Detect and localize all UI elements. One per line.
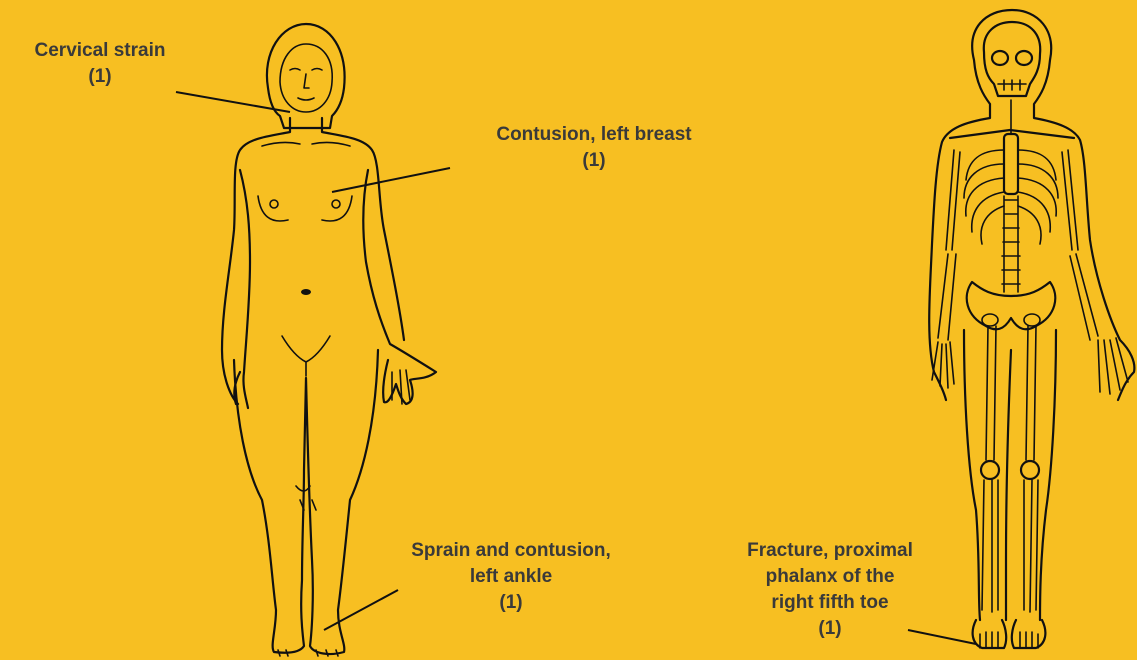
sternum: [1004, 134, 1018, 194]
collarbones: [262, 142, 350, 146]
right-hip-socket: [1024, 314, 1040, 326]
right-knee: [1021, 461, 1039, 479]
left-arm: [363, 170, 436, 404]
cervical-leader-line: [176, 92, 290, 112]
toe-fracture-count: (1): [708, 616, 952, 642]
breast-contusion-count: (1): [452, 148, 736, 174]
skeleton-figure: [929, 10, 1134, 648]
arm-bones-left: [1062, 150, 1098, 340]
arm-bones-right: [938, 150, 960, 340]
left-knee: [981, 461, 999, 479]
pelvis: [967, 282, 1056, 329]
ribcage: [964, 150, 1058, 244]
skeleton-feet: [973, 620, 1046, 648]
breast-contusion-label: Contusion, left breast (1): [452, 122, 736, 174]
cervical-strain-label: Cervical strain (1): [6, 38, 194, 90]
knees: [296, 486, 316, 510]
ankle-sprain-label: Sprain and contusion, left ankle (1): [366, 538, 656, 616]
right-eye-socket: [1016, 51, 1032, 65]
toe-fracture-text-1: Fracture, proximal: [708, 538, 952, 564]
left-nipple: [332, 200, 340, 208]
left-eye-socket: [992, 51, 1008, 65]
skeleton-legs-outline: [964, 330, 1056, 620]
shin-bones: [982, 480, 1038, 612]
mouth: [298, 98, 314, 100]
toe-fracture-text-2: phalanx of the: [708, 564, 952, 590]
left-hip-socket: [982, 314, 998, 326]
right-arm: [234, 170, 250, 408]
hand-bones-right: [932, 342, 954, 388]
ankle-sprain-count: (1): [366, 590, 656, 616]
toe-fracture-text-3: right fifth toe: [708, 590, 952, 616]
femurs: [986, 326, 1036, 460]
right-nipple: [270, 200, 278, 208]
spine: [1002, 100, 1020, 292]
nose: [304, 74, 309, 88]
pelvis-lines: [282, 336, 330, 376]
ankle-sprain-text-1: Sprain and contusion,: [366, 538, 656, 564]
cervical-strain-text: Cervical strain: [6, 38, 194, 64]
toe-fracture-label: Fracture, proximal phalanx of the right …: [708, 538, 952, 642]
breast-leader-line: [332, 168, 450, 192]
cervical-strain-count: (1): [6, 64, 194, 90]
eyes: [290, 69, 322, 71]
toe-bones: [980, 632, 1038, 648]
navel: [301, 289, 311, 295]
skull-teeth: [998, 80, 1026, 90]
ankle-sprain-text-2: left ankle: [366, 564, 656, 590]
breast-contusion-text: Contusion, left breast: [452, 122, 736, 148]
legs-outline: [234, 350, 378, 654]
